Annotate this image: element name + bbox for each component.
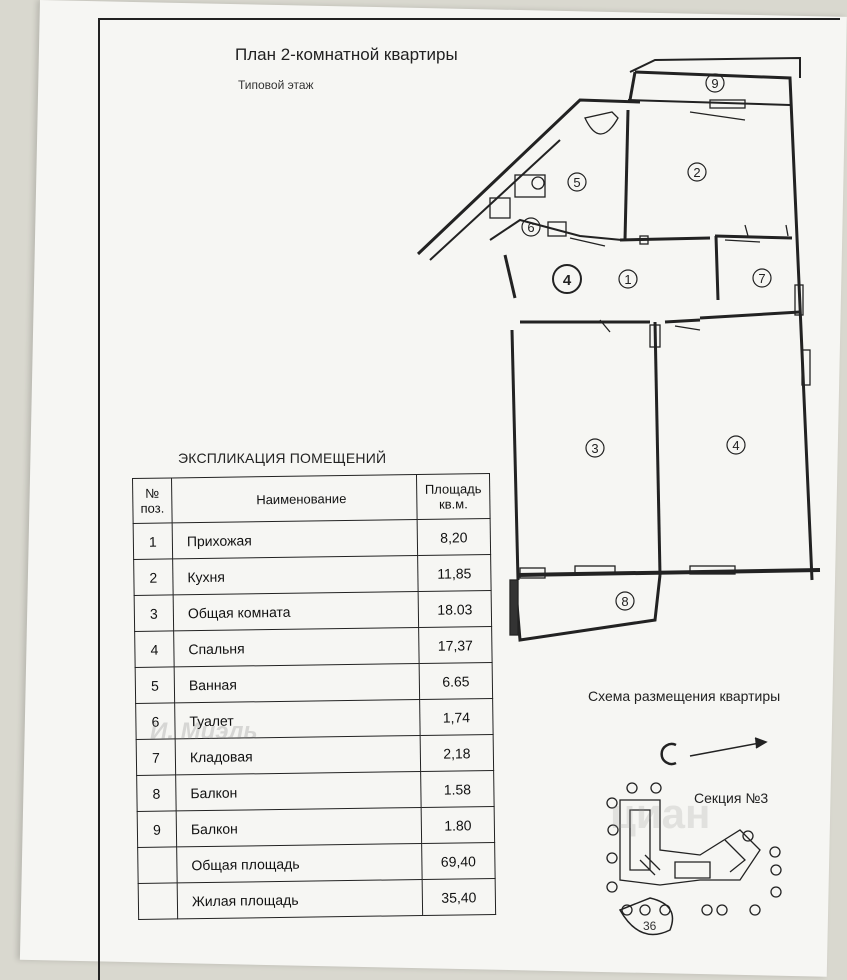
row-name: Спальня bbox=[173, 627, 420, 667]
room-mark-label: 9 bbox=[711, 76, 718, 91]
watermark-miel: И. Миэль bbox=[150, 718, 258, 745]
row-area: 2,18 bbox=[420, 734, 494, 772]
total-area: 69,40 bbox=[421, 842, 496, 880]
room-mark-1: 1 bbox=[618, 269, 638, 289]
room-mark-label: 3 bbox=[591, 441, 598, 456]
room-mark-label: 4 bbox=[732, 438, 739, 453]
row-name: Прихожая bbox=[172, 519, 418, 559]
room-mark-8: 8 bbox=[615, 591, 635, 611]
row-area: 11,85 bbox=[417, 554, 492, 592]
row-no: 8 bbox=[136, 774, 177, 812]
row-name: Кухня bbox=[172, 555, 419, 595]
plan-title: План 2-комнатной квартиры bbox=[235, 45, 458, 64]
room-mark-label: 6 bbox=[527, 220, 534, 235]
section-scheme-drawing bbox=[606, 782, 782, 936]
row-no-empty bbox=[137, 846, 178, 884]
header-area: Площадь кв.м. bbox=[416, 473, 491, 520]
room-mark-4-entry: 4 bbox=[552, 264, 582, 294]
watermark-cian: циан bbox=[610, 790, 711, 837]
row-area: 18.03 bbox=[418, 590, 492, 628]
row-no-empty bbox=[138, 882, 178, 920]
room-mark-9: 9 bbox=[705, 73, 725, 93]
row-name: Балкон bbox=[176, 807, 422, 847]
explication-title: ЭКСПЛИКАЦИЯ ПОМЕЩЕНИЙ bbox=[178, 450, 387, 466]
room-mark-label: 1 bbox=[624, 272, 631, 287]
floor-plan-drawing: 9 2 5 6 4 1 7 3 bbox=[416, 56, 821, 936]
room-mark-label: 8 bbox=[621, 594, 628, 609]
header-no: № поз. bbox=[132, 477, 173, 524]
plan-subtitle: Типовой этаж bbox=[238, 78, 314, 92]
row-no: 1 bbox=[133, 522, 173, 560]
room-mark-5: 5 bbox=[567, 172, 587, 192]
row-area: 1.80 bbox=[421, 806, 495, 844]
scheme-note: 36 bbox=[643, 919, 657, 933]
row-no: 4 bbox=[134, 630, 175, 668]
row-name: Ванная bbox=[174, 663, 420, 703]
row-area: 1,74 bbox=[419, 698, 494, 736]
total-name: Общая площадь bbox=[176, 843, 423, 883]
row-no: 3 bbox=[134, 594, 174, 632]
room-mark-4: 4 bbox=[726, 435, 746, 455]
room-mark-label: 4 bbox=[563, 272, 572, 289]
room-mark-7: 7 bbox=[752, 268, 772, 288]
header-name: Наименование bbox=[171, 474, 418, 523]
room-mark-6: 6 bbox=[521, 217, 541, 237]
row-area: 17,37 bbox=[418, 626, 493, 664]
section-label: Секция №3 bbox=[694, 790, 769, 806]
living-area: 35,40 bbox=[422, 878, 496, 916]
room-mark-label: 2 bbox=[693, 165, 700, 180]
north-arrow-icon bbox=[660, 737, 768, 766]
table-header-row: № поз. Наименование Площадь кв.м. bbox=[132, 473, 491, 524]
room-mark-label: 7 bbox=[758, 271, 765, 286]
row-no: 9 bbox=[137, 810, 177, 848]
row-no: 5 bbox=[135, 666, 175, 704]
row-area: 1.58 bbox=[420, 770, 495, 808]
drawing-frame bbox=[98, 18, 840, 980]
row-name: Общая комната bbox=[173, 591, 419, 631]
row-area: 8,20 bbox=[417, 518, 491, 556]
living-name: Жилая площадь bbox=[177, 879, 423, 919]
schema-title: Схема размещения квартиры bbox=[588, 688, 781, 704]
room-mark-label: 5 bbox=[573, 175, 580, 190]
row-area: 6.65 bbox=[419, 662, 493, 700]
row-no: 2 bbox=[133, 558, 174, 596]
room-mark-2: 2 bbox=[687, 162, 707, 182]
room-mark-3: 3 bbox=[585, 438, 605, 458]
row-name: Балкон bbox=[175, 771, 422, 811]
